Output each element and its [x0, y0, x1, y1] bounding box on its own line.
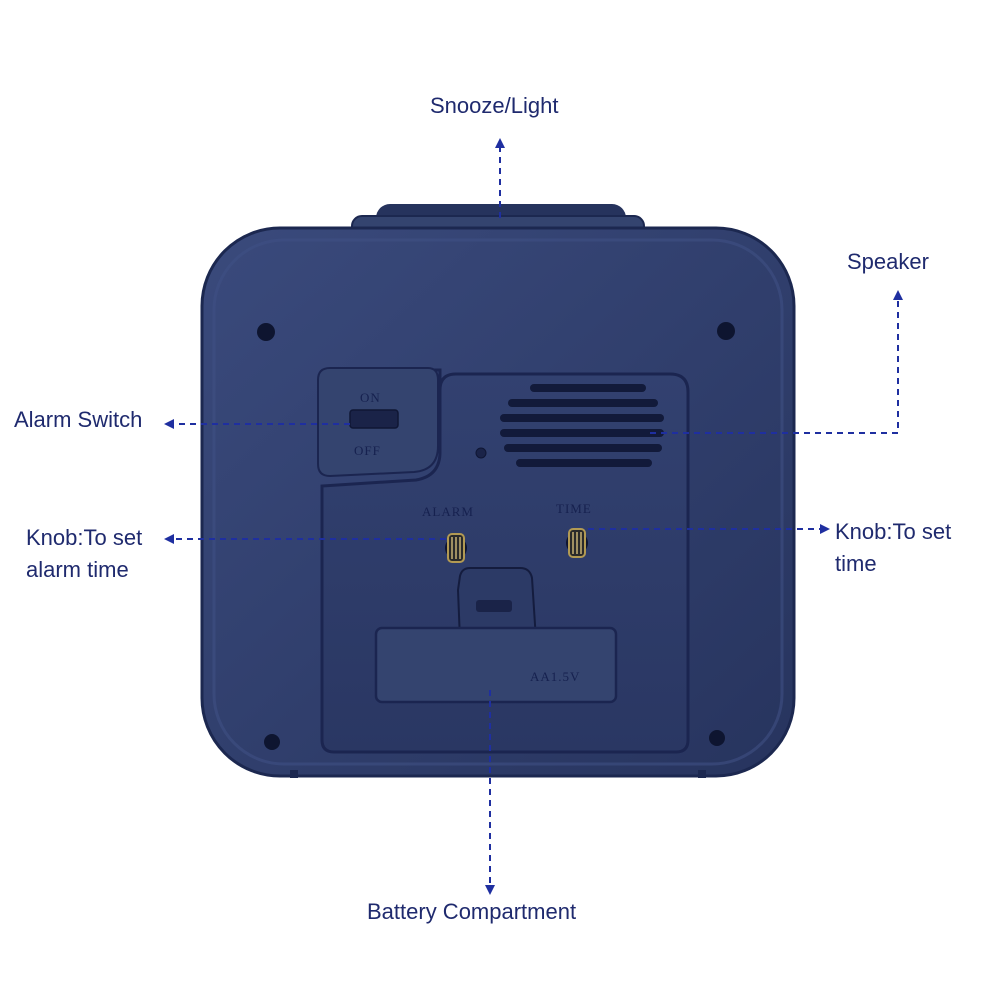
screw-hole — [257, 323, 275, 341]
switch-off-marking: OFF — [354, 443, 381, 458]
time-knob-marking: TIME — [556, 501, 592, 516]
speaker-grille — [500, 384, 664, 467]
stand-clip — [456, 567, 538, 641]
alarm-knob-marking: ALARM — [422, 504, 474, 519]
speaker-label: Speaker — [847, 249, 929, 274]
alarm-switch: ON OFF — [349, 390, 399, 458]
time-knob-label: Knob:To set time — [835, 519, 952, 576]
alarm-knob — [445, 533, 467, 563]
switch-on-marking: ON — [360, 390, 381, 405]
speaker-leader — [650, 290, 903, 434]
screw-hole — [709, 730, 725, 746]
battery-spec-marking: AA1.5V — [530, 669, 580, 684]
battery-compartment-label: Battery Compartment — [367, 899, 577, 924]
indicator-dot — [475, 447, 487, 459]
clock-rim-shadow — [212, 238, 784, 766]
screw-hole — [264, 734, 280, 750]
battery-compartment-door: AA1.5V — [374, 626, 618, 704]
foot — [290, 770, 298, 778]
time-knob — [566, 528, 588, 558]
screw-hole — [717, 322, 735, 340]
foot — [698, 770, 706, 778]
alarm-knob-label: Knob:To set alarm time — [26, 525, 143, 582]
alarm-switch-label: Alarm Switch — [14, 407, 143, 432]
snooze-light-label: Snooze/Light — [430, 93, 559, 118]
